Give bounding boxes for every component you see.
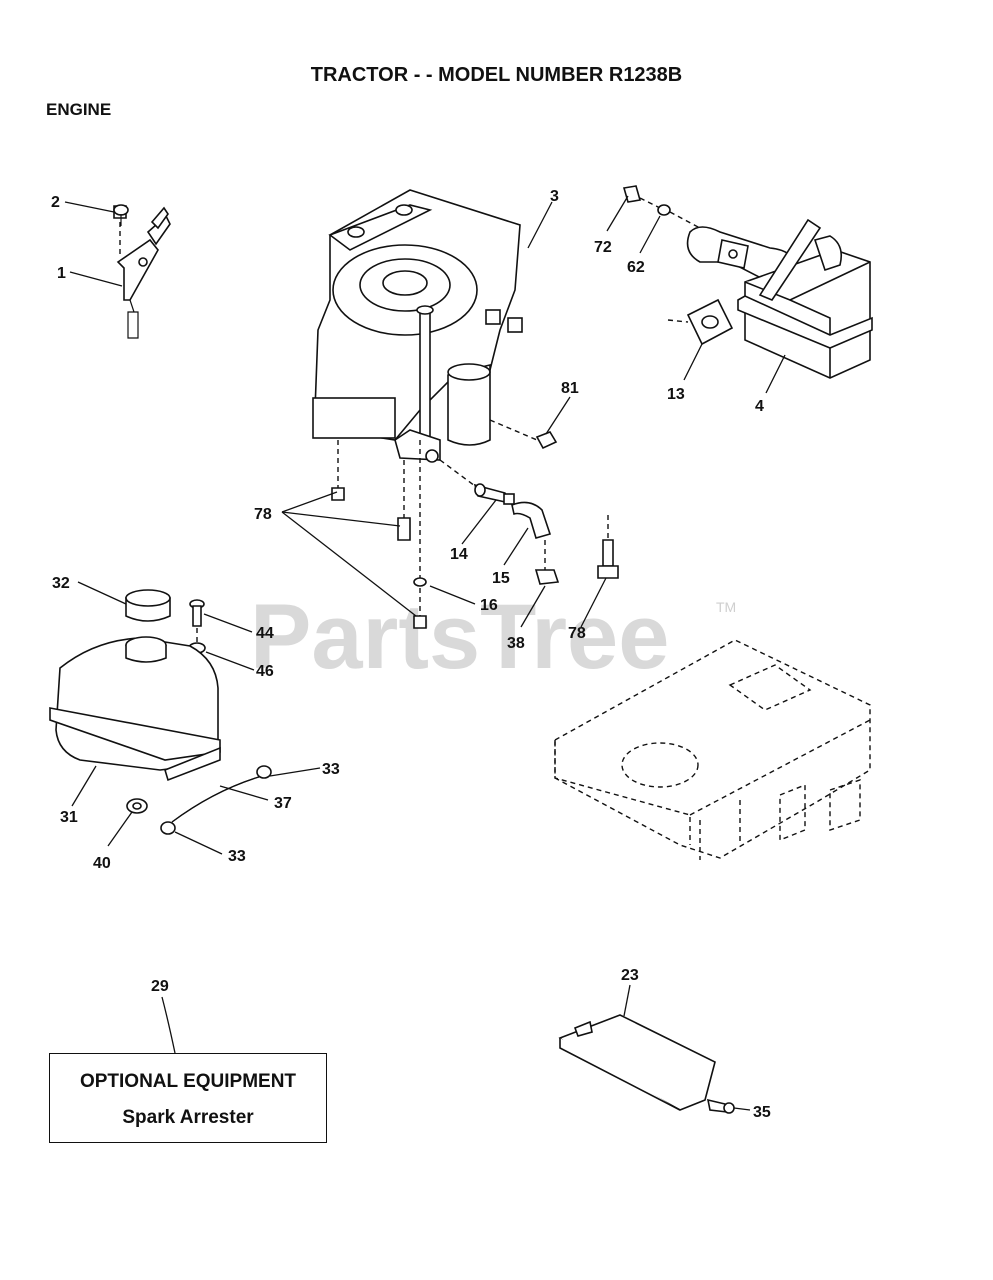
callout-14: 14 bbox=[450, 546, 468, 563]
leader-lines bbox=[64, 195, 786, 1111]
exhaust-gasket-part-13 bbox=[667, 298, 734, 346]
callout-33-bottom: 33 bbox=[228, 848, 246, 865]
clamp-part-33-top bbox=[256, 765, 272, 779]
callout-62: 62 bbox=[627, 259, 645, 276]
fuel-line-part-37 bbox=[171, 775, 263, 823]
section-title: ENGINE bbox=[46, 100, 112, 119]
callout-2: 2 bbox=[51, 194, 60, 211]
callout-31: 31 bbox=[60, 809, 78, 826]
callout-81: 81 bbox=[561, 380, 579, 397]
screw-part-2 bbox=[113, 204, 129, 226]
callout-72: 72 bbox=[594, 239, 612, 256]
engine-part-3 bbox=[312, 189, 523, 463]
callout-13: 13 bbox=[667, 386, 685, 403]
fitting-part-14 bbox=[439, 459, 515, 505]
bolt-part-78-right bbox=[597, 515, 619, 579]
page-title: TRACTOR - - MODEL NUMBER R1238B bbox=[310, 64, 683, 86]
engine-bolts-part-78 bbox=[331, 440, 427, 629]
callout-labels: 2 1 3 72 62 13 4 81 78 14 15 16 38 78 32… bbox=[51, 188, 771, 1121]
callout-78-frame: 78 bbox=[568, 625, 586, 642]
callout-46: 46 bbox=[256, 663, 274, 680]
nut-part-38 bbox=[534, 540, 560, 585]
screw-part-35 bbox=[706, 1098, 735, 1114]
optional-equipment-heading: OPTIONAL EQUIPMENT bbox=[79, 1071, 297, 1092]
callout-3: 3 bbox=[550, 188, 559, 205]
washer-part-62 bbox=[657, 204, 701, 229]
callout-78-engine: 78 bbox=[254, 506, 272, 523]
fuel-tank-part-31 bbox=[49, 636, 221, 782]
callout-37: 37 bbox=[274, 795, 292, 812]
heat-shield-part-23 bbox=[558, 1014, 716, 1111]
callout-29: 29 bbox=[151, 978, 169, 995]
chassis-frame bbox=[554, 639, 871, 860]
callout-40: 40 bbox=[93, 855, 111, 872]
grommet-part-40 bbox=[126, 798, 148, 814]
callout-23: 23 bbox=[621, 967, 639, 984]
callout-15: 15 bbox=[492, 570, 510, 587]
callout-33-top: 33 bbox=[322, 761, 340, 778]
optional-equipment-box: OPTIONAL EQUIPMENT Spark Arrester bbox=[49, 1053, 327, 1143]
callout-4: 4 bbox=[755, 398, 764, 415]
callout-44: 44 bbox=[256, 625, 274, 642]
callout-1: 1 bbox=[57, 265, 66, 282]
screw-part-44 bbox=[189, 599, 205, 627]
watermark-text: PartsTree bbox=[250, 586, 669, 688]
callout-38: 38 bbox=[507, 635, 525, 652]
throttle-control-bracket bbox=[113, 205, 171, 339]
bolt-part-72 bbox=[622, 185, 661, 209]
clamp-part-33-bottom bbox=[160, 821, 176, 835]
callout-16: 16 bbox=[480, 597, 498, 614]
optional-equipment-item: Spark Arrester bbox=[122, 1107, 254, 1128]
watermark-trademark: TM bbox=[716, 599, 736, 615]
hose-part-15 bbox=[511, 501, 552, 539]
fuel-cap-part-32 bbox=[125, 589, 171, 622]
callout-35: 35 bbox=[753, 1104, 771, 1121]
muffler-part-4 bbox=[686, 218, 873, 379]
callout-32: 32 bbox=[52, 575, 70, 592]
